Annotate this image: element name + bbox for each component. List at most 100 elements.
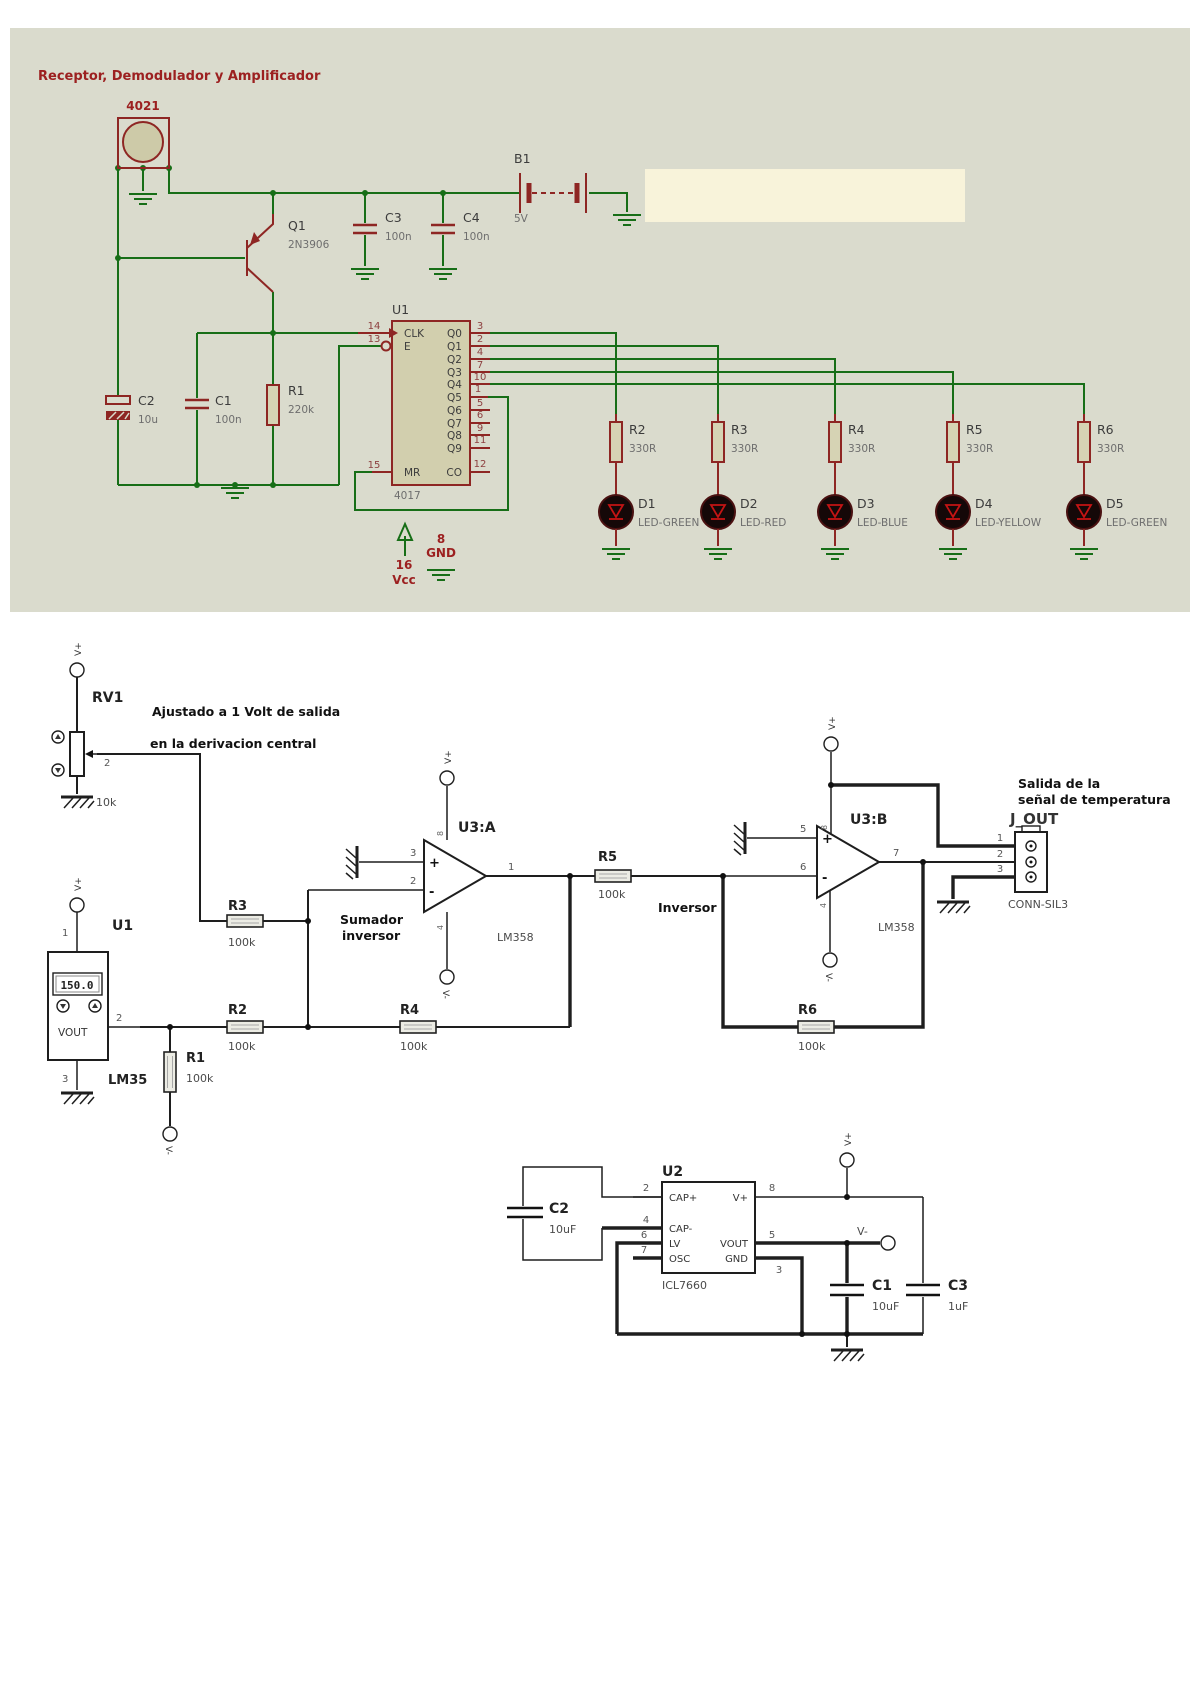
r-value: 330R bbox=[629, 443, 656, 455]
r-ref: R6 bbox=[1097, 422, 1114, 437]
down-arrow-icon bbox=[55, 768, 61, 773]
jout-ref: J_OUT bbox=[1009, 810, 1059, 828]
connector-jout: Salida de la señal de temperatura J_OUT … bbox=[997, 776, 1171, 911]
u3b-pin5: 5 bbox=[800, 824, 806, 835]
vminus-label: V- bbox=[440, 990, 450, 999]
u1-pin-co: CO bbox=[446, 467, 462, 479]
q1-ref: Q1 bbox=[288, 218, 306, 233]
lm35-display-value: 150.0 bbox=[60, 979, 93, 992]
ir-receiver-4021: 4021 bbox=[117, 99, 170, 169]
top-wires bbox=[117, 168, 1085, 511]
u2-part: ICL7660 bbox=[662, 1279, 707, 1292]
bottom-circuit: V+ 2 RV1 10k Ajustado a 1 Volt de salida… bbox=[47, 642, 1171, 1363]
r-value: 330R bbox=[848, 443, 875, 455]
u3b-ref: U3:B bbox=[850, 812, 887, 828]
vplus-terminal bbox=[69, 662, 85, 678]
pot-rv1: V+ 2 RV1 10k bbox=[51, 642, 123, 809]
r4-ref: R4 bbox=[400, 1003, 419, 1018]
u2-pinnum: 6 bbox=[641, 1230, 647, 1241]
led-ref: D5 bbox=[1106, 496, 1124, 511]
vplus-label: V+ bbox=[74, 642, 84, 656]
u3a-pin3: 3 bbox=[410, 848, 416, 859]
b1-ref: B1 bbox=[514, 151, 531, 166]
u1-pinnum: 9 bbox=[477, 423, 483, 434]
cap-c3: C3 100n bbox=[353, 210, 412, 243]
u3b-pin8: 8 bbox=[820, 825, 829, 830]
ic-u2-icl7660: U2 ICL7660 CAP+ CAP- LV OSC V+ VOUT GND … bbox=[633, 1164, 782, 1292]
c2b-ref: C2 bbox=[549, 1201, 569, 1217]
cap-c1: C1 100n bbox=[185, 393, 242, 426]
u1-pinnum: 1 bbox=[475, 384, 481, 395]
u2-ref: U2 bbox=[662, 1164, 683, 1180]
minus-sign: - bbox=[822, 871, 827, 886]
top-title: Receptor, Demodulador y Amplificador bbox=[38, 69, 321, 84]
ground-icon bbox=[344, 844, 359, 881]
lm35-ref: U1 bbox=[112, 918, 133, 934]
branch-d1: R2 330R D1 LED-GREEN bbox=[598, 414, 699, 560]
u3a-pin1: 1 bbox=[508, 862, 514, 873]
lm35-pin1: 1 bbox=[62, 928, 68, 939]
receiver-lens bbox=[122, 121, 164, 163]
u1-pinnum: 7 bbox=[477, 360, 483, 371]
led-ref: D1 bbox=[638, 496, 656, 511]
u1-pin-q7: Q7 bbox=[447, 418, 462, 430]
opamp-u3b: + - U3:B 5 6 7 8 4 V+ V- LM358 bbox=[800, 716, 915, 982]
vplus-terminal bbox=[823, 736, 839, 752]
vminus-label: V- bbox=[857, 1225, 868, 1238]
vplus-label: V+ bbox=[844, 1132, 854, 1146]
res-r1-top: R1 220k bbox=[266, 383, 315, 426]
r1-value: 100k bbox=[186, 1072, 214, 1085]
led-type: LED-BLUE bbox=[857, 517, 908, 529]
led-type: LED-YELLOW bbox=[975, 517, 1042, 529]
c1-value: 100n bbox=[215, 414, 242, 426]
branch-d3: R4 330R D3 LED-BLUE bbox=[817, 414, 908, 560]
vplus-terminal bbox=[839, 1152, 855, 1168]
vplus-label: V+ bbox=[828, 716, 838, 730]
vcc-label: Vcc bbox=[392, 573, 416, 587]
vminus-terminal bbox=[822, 952, 838, 968]
cap-c1-bottom: C1 10uF bbox=[830, 1278, 899, 1313]
c4-ref: C4 bbox=[463, 210, 480, 225]
c2b-value: 10uF bbox=[549, 1223, 576, 1236]
res-r6: R6 100k bbox=[797, 1003, 835, 1053]
r5-ref: R5 bbox=[598, 850, 617, 865]
r2-value: 100k bbox=[228, 1040, 256, 1053]
branch-d2: R3 330R D2 LED-RED bbox=[700, 414, 786, 560]
c2-value: 10u bbox=[138, 414, 158, 426]
u1-ref: U1 bbox=[392, 302, 409, 317]
u3a-pin8: 8 bbox=[436, 831, 445, 836]
annotation-out-1: Salida de la bbox=[1018, 776, 1100, 791]
led-icon bbox=[1066, 494, 1102, 530]
led-icon bbox=[700, 494, 736, 530]
u2-pinnum: 4 bbox=[643, 1215, 649, 1226]
vplus-label: V+ bbox=[74, 877, 84, 891]
rv1-ref: RV1 bbox=[92, 690, 123, 706]
u2-pinnum: 8 bbox=[769, 1183, 775, 1194]
c2-ref: C2 bbox=[138, 393, 155, 408]
u1-pinnum: 6 bbox=[477, 410, 483, 421]
c3b-ref: C3 bbox=[948, 1278, 968, 1294]
c4-value: 100n bbox=[463, 231, 490, 243]
u3a-pin2: 2 bbox=[410, 876, 416, 887]
u1-pinnum: 2 bbox=[477, 334, 483, 345]
bottom-junctions bbox=[167, 782, 926, 1337]
plus-sign: + bbox=[429, 856, 440, 871]
jout-pin1: 1 bbox=[997, 833, 1003, 844]
c1-ref: C1 bbox=[215, 393, 232, 408]
u2-pin-vp: V+ bbox=[733, 1193, 748, 1204]
ic-u1-4017: U1 4017 CLK E MR 14 13 15 Q0 Q1 Q2 Q3 bbox=[358, 302, 490, 502]
led-type: LED-GREEN bbox=[1106, 517, 1167, 529]
u2-power-terminals: V+ V- bbox=[839, 1132, 896, 1251]
vminus-label: V- bbox=[823, 973, 833, 982]
r6-value: 100k bbox=[798, 1040, 826, 1053]
led-ref: D2 bbox=[740, 496, 758, 511]
u2-pinnum: 7 bbox=[641, 1245, 647, 1256]
u3a-pin4: 4 bbox=[436, 925, 445, 930]
u1-pin-e: E bbox=[404, 341, 411, 353]
u2-pin-capm: CAP- bbox=[669, 1224, 693, 1235]
c1b-value: 10uF bbox=[872, 1300, 899, 1313]
annotation-adjust-1: Ajustado a 1 Volt de salida bbox=[152, 704, 340, 719]
lm35-part: LM35 bbox=[108, 1073, 147, 1088]
u1-part: 4017 bbox=[394, 490, 421, 502]
